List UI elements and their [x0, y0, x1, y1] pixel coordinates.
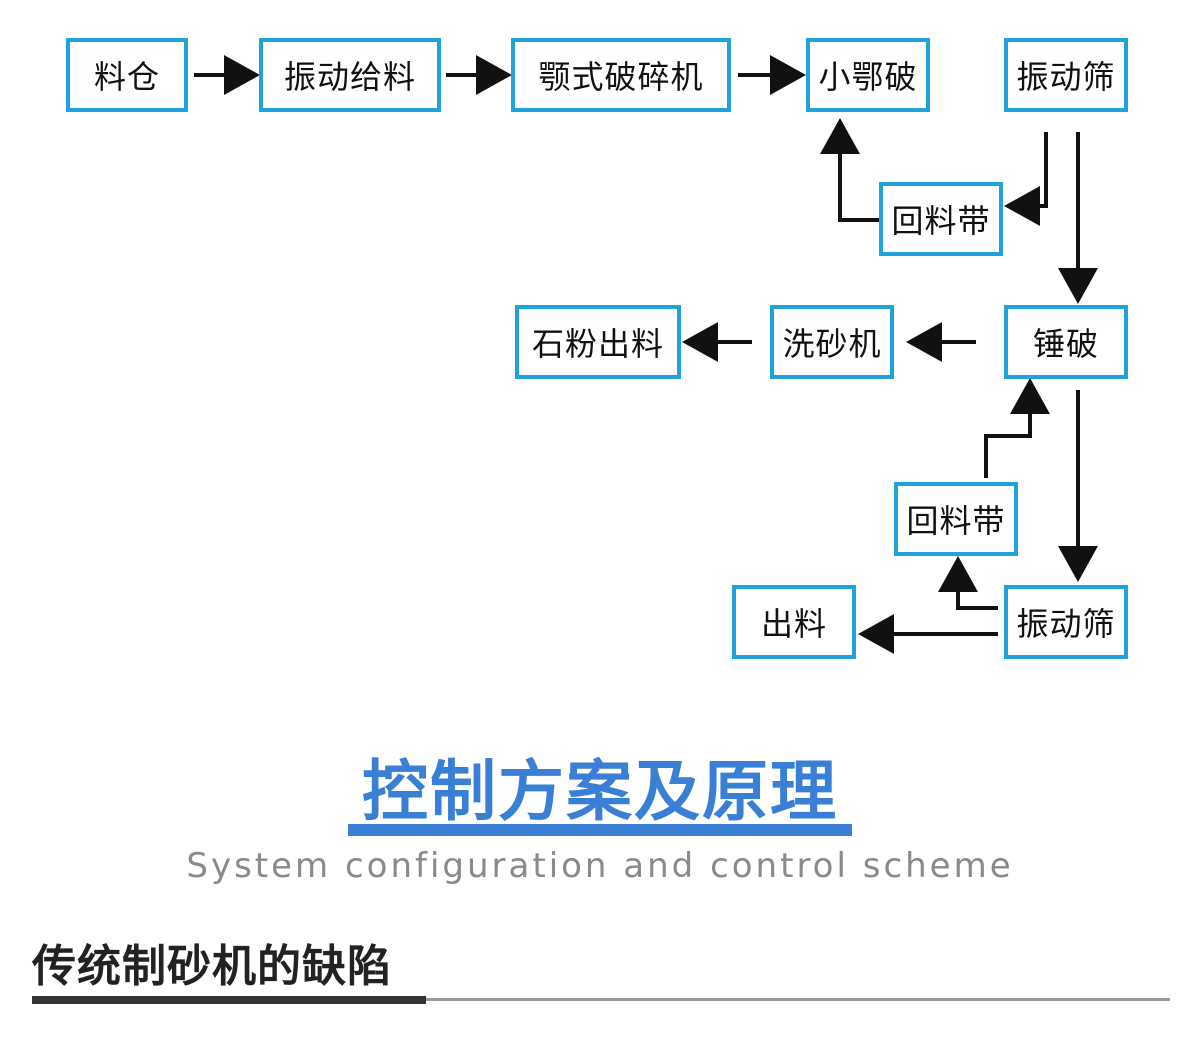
arrow-screen1-to-return-belt1 [1004, 132, 1048, 226]
node-vibrating-screen-2: 振动筛 [1004, 585, 1128, 659]
node-small-jaw-crusher: 小鄂破 [806, 38, 930, 112]
section-subtitle: System configuration and control scheme [186, 846, 1014, 886]
node-sand-washer: 洗砂机 [770, 305, 894, 379]
node-bin: 料仓 [66, 38, 188, 112]
node-vibrating-feeder: 振动给料 [259, 38, 441, 112]
arrow-return-belt1-to-small-jaw [820, 118, 880, 222]
arrow-return-belt2-to-hammer [984, 378, 1050, 478]
heading-divider [32, 998, 1170, 1001]
node-stone-powder-output: 石粉出料 [515, 305, 681, 379]
node-return-belt-2: 回料带 [894, 482, 1018, 556]
node-return-belt-1: 回料带 [879, 182, 1003, 256]
heading-divider-accent [32, 996, 426, 1004]
node-jaw-crusher: 颚式破碎机 [511, 38, 731, 112]
flow-arrows [194, 55, 1098, 654]
subsection-heading: 传统制砂机的缺陷 [32, 941, 392, 992]
section-title-underline [348, 824, 852, 836]
arrow-screen2-to-return-belt2 [938, 556, 998, 610]
process-flowchart: 料仓 振动给料 颚式破碎机 小鄂破 振动筛 回料带 锤破 洗砂机 石粉出料 回料… [66, 38, 1128, 659]
node-vibrating-screen-1: 振动筛 [1004, 38, 1128, 112]
section-title: 控制方案及原理 [362, 753, 838, 830]
node-output: 出料 [732, 585, 856, 659]
node-hammer-crusher: 锤破 [1004, 305, 1128, 379]
